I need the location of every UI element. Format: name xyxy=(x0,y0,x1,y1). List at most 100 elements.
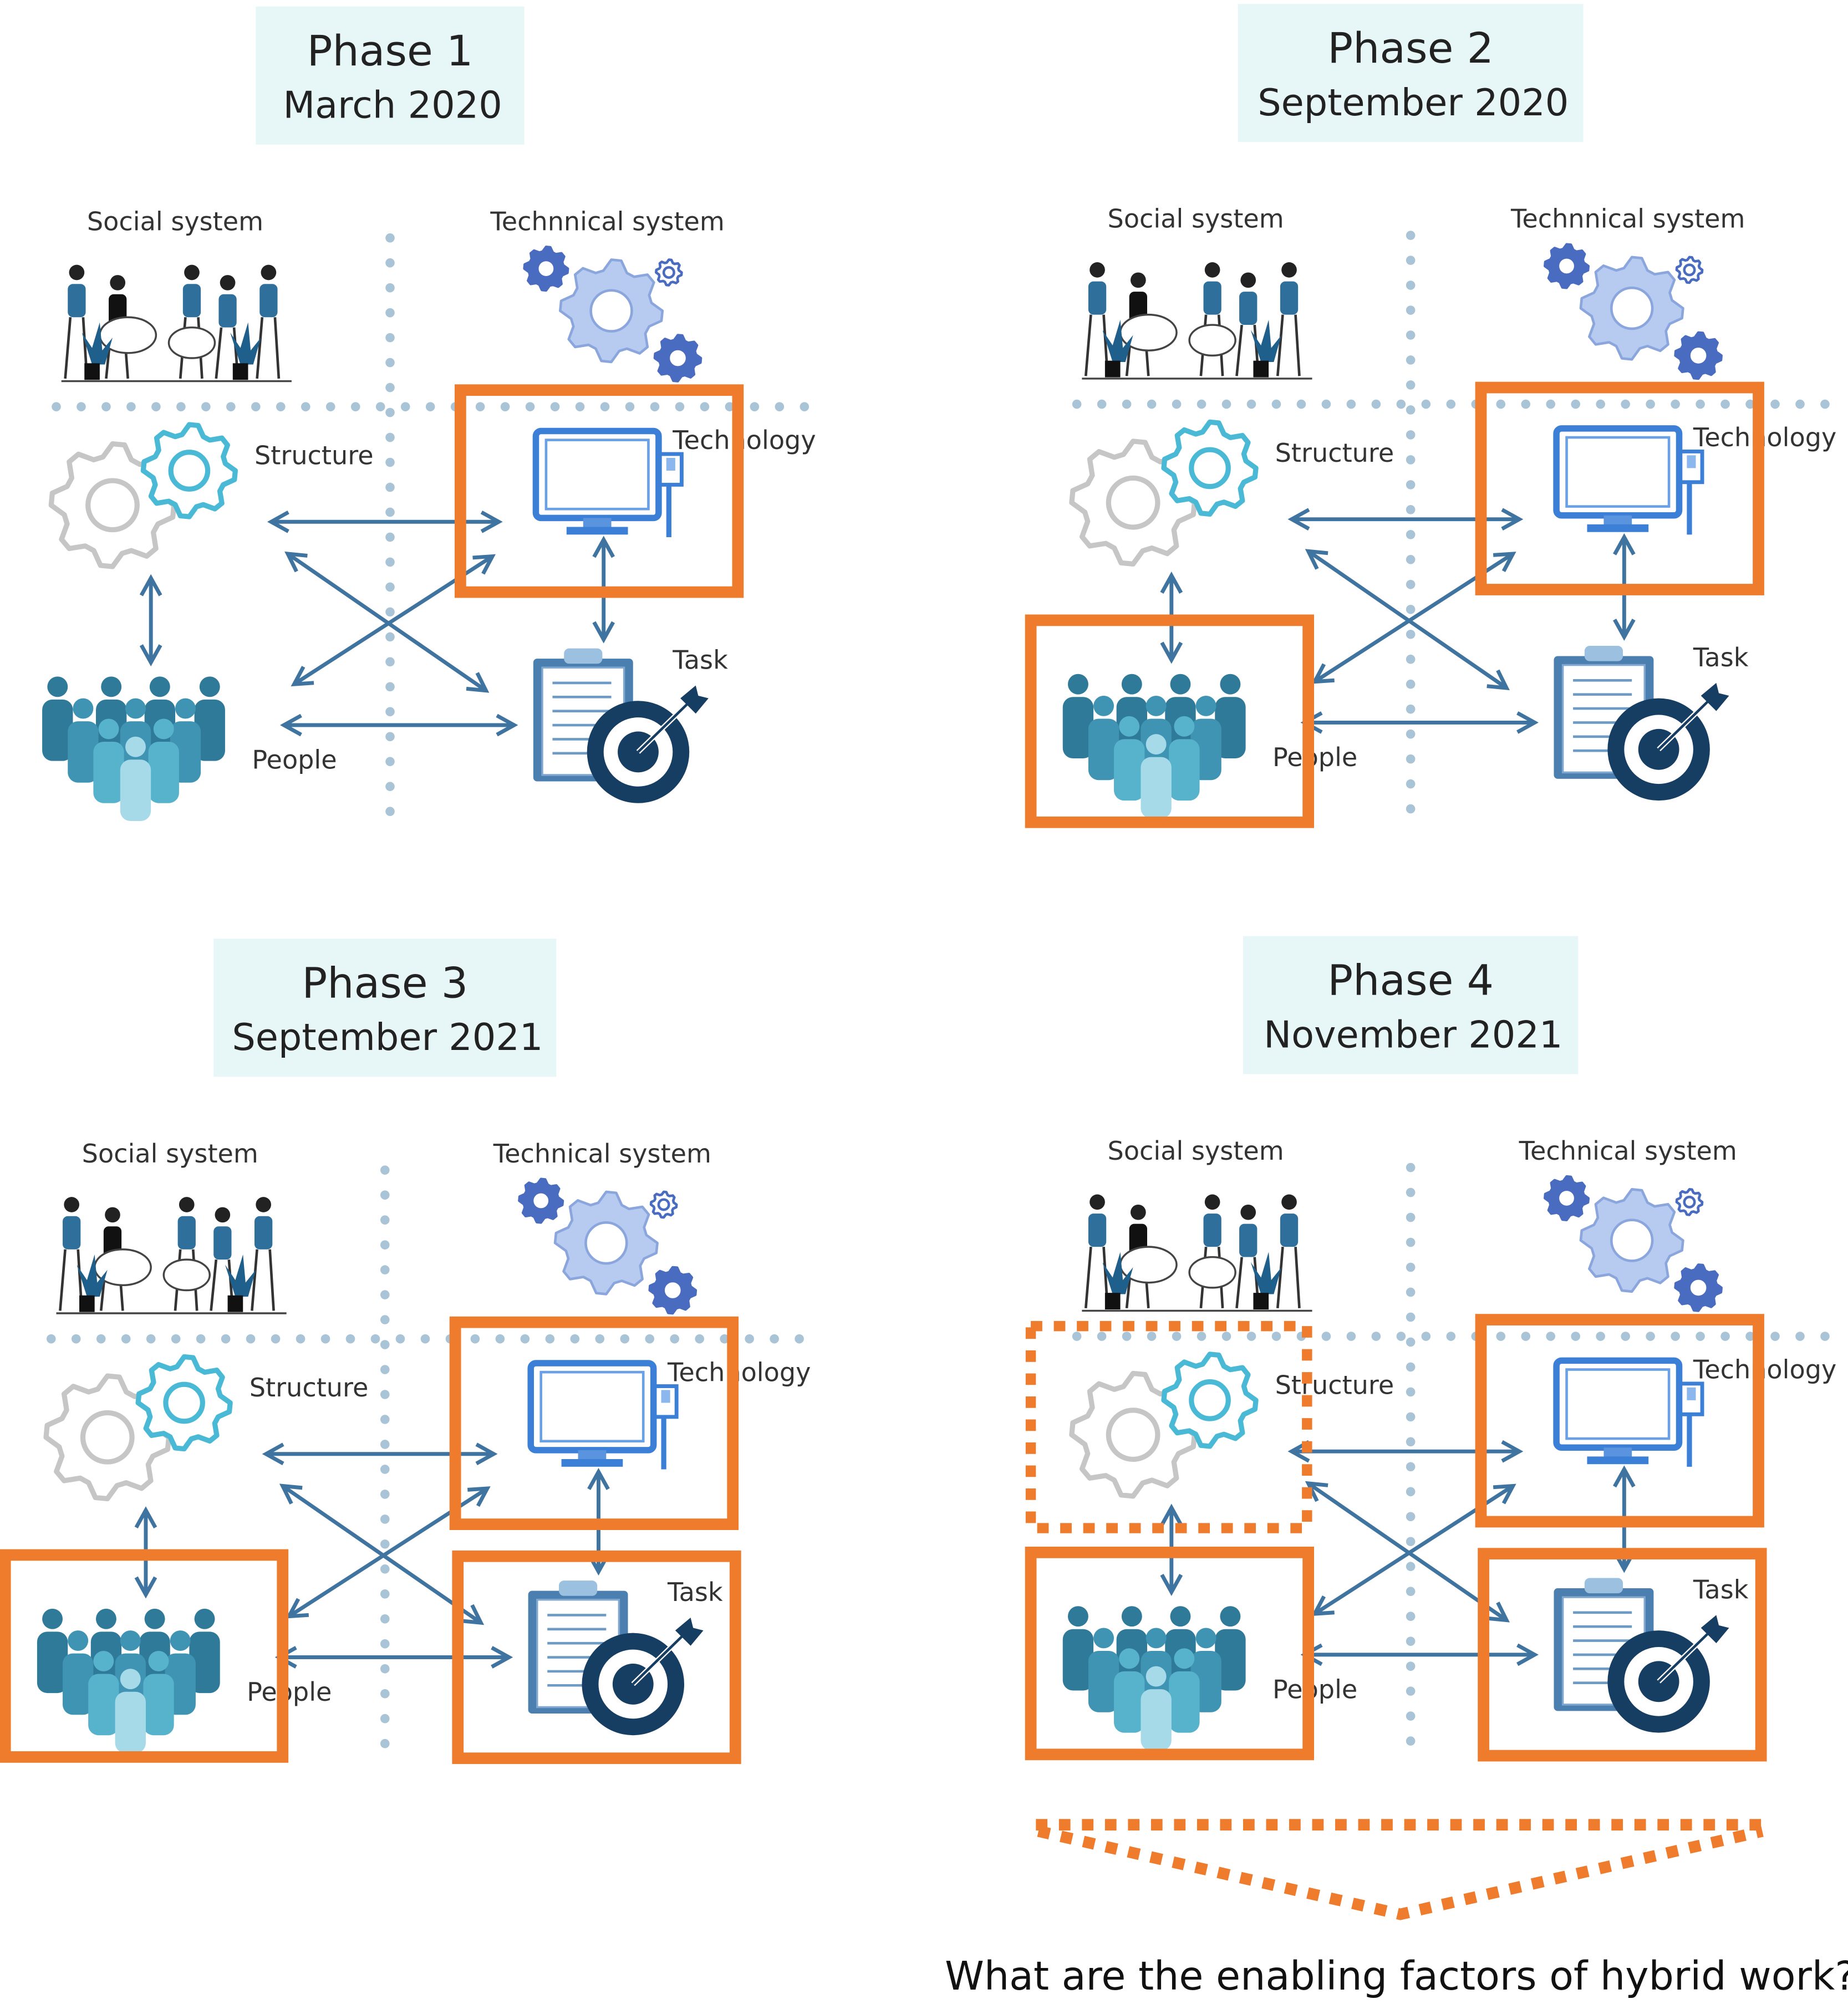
small-gear-icon xyxy=(1674,331,1723,380)
people-group-icon xyxy=(42,676,225,822)
small-gear-icon xyxy=(1675,256,1704,284)
structure-gears-icon xyxy=(1069,1352,1259,1499)
phase-title-box: Phase 4 November 2021 xyxy=(1243,936,1579,1074)
technology-label: Technology xyxy=(672,425,816,455)
people-label: People xyxy=(1272,742,1357,772)
technical-gears-icon xyxy=(523,246,702,383)
technical-label: Technnical system xyxy=(490,206,724,236)
team-collaboration-illustration xyxy=(56,1197,287,1314)
gray-gear-icon xyxy=(1069,1370,1197,1499)
technical-label: Technical system xyxy=(493,1139,711,1169)
gray-gear-icon xyxy=(48,441,177,569)
phase-date: March 2020 xyxy=(283,83,502,126)
people-label: People xyxy=(1272,1674,1357,1704)
technology-label: Technology xyxy=(667,1357,811,1387)
task-clipboard-target-icon xyxy=(528,1580,704,1736)
task-clipboard-target-icon xyxy=(533,648,709,803)
phase-title: Phase 1 xyxy=(307,26,474,75)
technology-monitor-icon xyxy=(1553,425,1704,535)
cyan-gear-icon xyxy=(135,1354,233,1452)
small-gear-icon xyxy=(1544,243,1590,289)
small-gear-icon xyxy=(1544,1175,1590,1221)
phase-date: November 2021 xyxy=(1264,1013,1562,1056)
task-highlight-box xyxy=(452,1550,741,1765)
people-group-icon xyxy=(1062,1606,1246,1751)
technology-label: Technology xyxy=(1693,422,1836,452)
structure-label: Structure xyxy=(1275,438,1394,468)
gray-gear-icon xyxy=(43,1373,172,1502)
technical-gears-icon xyxy=(518,1177,698,1315)
structure-label: Structure xyxy=(250,1373,369,1403)
structure-label: Structure xyxy=(1275,1370,1394,1400)
task-clipboard-target-icon xyxy=(1554,646,1729,801)
technical-gears-icon xyxy=(1544,1175,1723,1312)
task-label: Task xyxy=(1693,643,1749,672)
phase-title-box: Phase 3 September 2021 xyxy=(213,939,557,1077)
technology-monitor-icon xyxy=(527,1360,679,1470)
technical-label: Technnical system xyxy=(1510,204,1745,234)
technology-label: Technology xyxy=(1693,1355,1836,1385)
structure-highlight-box xyxy=(1025,1320,1312,1533)
research-question: What are the enabling factors of hybrid … xyxy=(945,1953,1848,1999)
technology-highlight-box xyxy=(449,1316,739,1531)
enabling-factors-funnel xyxy=(1036,1819,1764,1920)
team-collaboration-illustration xyxy=(1082,262,1312,380)
social-label: Social system xyxy=(1108,1136,1284,1166)
phase-title: Phase 3 xyxy=(302,958,468,1007)
cyan-gear-icon xyxy=(1161,419,1259,517)
small-gear-icon xyxy=(523,246,569,292)
technology-monitor-icon xyxy=(532,427,684,537)
small-gear-icon xyxy=(648,1266,698,1315)
task-label: Task xyxy=(672,645,728,675)
social-label: Social system xyxy=(82,1139,258,1169)
people-group-icon xyxy=(1062,674,1246,819)
task-label: Task xyxy=(1693,1574,1749,1604)
phase-title-box: Phase 1 March 2020 xyxy=(256,6,525,145)
small-gear-icon xyxy=(1674,1263,1723,1312)
technology-highlight-box xyxy=(1475,1314,1764,1528)
team-collaboration-illustration xyxy=(1082,1194,1312,1312)
people-highlight-box xyxy=(0,1549,289,1763)
structure-label: Structure xyxy=(254,440,374,470)
people-label: People xyxy=(252,745,337,774)
people-label: People xyxy=(247,1677,332,1707)
social-label: Social system xyxy=(87,206,263,236)
phase-date: September 2020 xyxy=(1258,81,1569,124)
people-highlight-box xyxy=(1025,1546,1315,1761)
cyan-gear-icon xyxy=(140,422,238,519)
phase-title: Phase 2 xyxy=(1327,23,1494,73)
small-gear-icon xyxy=(1675,1187,1704,1216)
technical-gears-icon xyxy=(1544,243,1723,380)
technical-label: Technical system xyxy=(1519,1136,1737,1166)
small-gear-icon xyxy=(518,1177,564,1224)
cyan-gear-icon xyxy=(1161,1352,1259,1449)
phase-date: September 2021 xyxy=(232,1016,543,1059)
task-clipboard-target-icon xyxy=(1554,1578,1729,1733)
large-gear-icon xyxy=(553,1190,659,1296)
phase-title: Phase 4 xyxy=(1327,956,1494,1005)
people-group-icon xyxy=(37,1608,220,1753)
structure-gears-icon xyxy=(1069,419,1259,567)
large-gear-icon xyxy=(1579,1187,1684,1293)
large-gear-icon xyxy=(1579,256,1684,361)
small-gear-icon xyxy=(653,334,702,383)
people-highlight-box xyxy=(1025,614,1315,828)
small-gear-icon xyxy=(649,1190,678,1219)
large-gear-icon xyxy=(558,258,664,364)
phase-title-box: Phase 2 September 2020 xyxy=(1238,4,1584,142)
task-highlight-box xyxy=(1478,1548,1767,1762)
technology-highlight-box xyxy=(454,384,744,598)
technology-monitor-icon xyxy=(1553,1357,1704,1467)
small-gear-icon xyxy=(654,258,683,287)
team-collaboration-illustration xyxy=(61,264,292,383)
technology-highlight-box xyxy=(1475,381,1764,595)
social-label: Social system xyxy=(1108,204,1284,234)
structure-gears-icon xyxy=(48,422,238,569)
gray-gear-icon xyxy=(1069,438,1197,567)
task-label: Task xyxy=(667,1577,723,1607)
